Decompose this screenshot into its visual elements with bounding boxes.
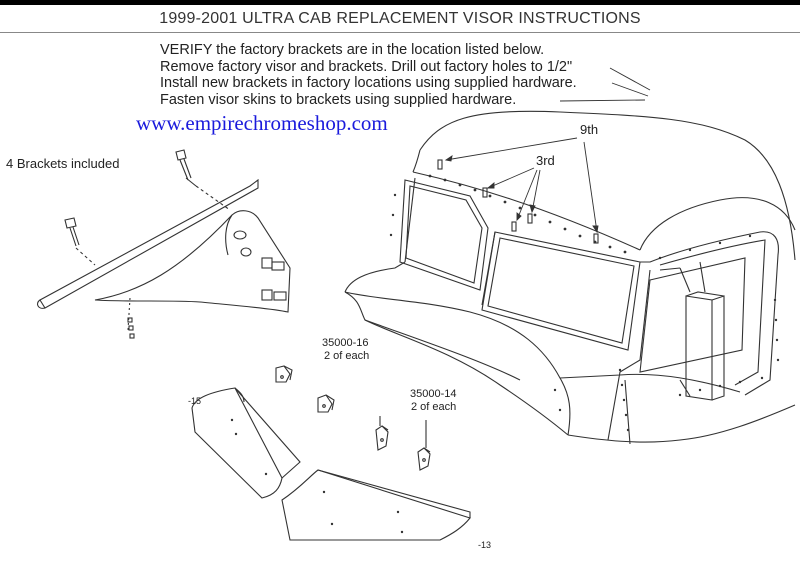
instruction-line: Install new brackets in factory location… xyxy=(160,75,577,91)
brackets-included-label: 4 Brackets included xyxy=(6,156,120,171)
position-9th-label: 9th xyxy=(580,122,599,137)
brackets-35000-14 xyxy=(375,416,431,471)
bracket-assembly xyxy=(36,149,291,339)
instruction-line: Remove factory visor and brackets. Drill… xyxy=(160,58,573,75)
brackets-35000-16 xyxy=(275,365,335,413)
visor-skin-13 xyxy=(281,469,471,541)
part-qty-35000-16: 2 of each xyxy=(324,350,370,362)
part-number-35000-16: 35000-16 xyxy=(322,337,369,349)
instruction-line: Fasten visor skins to brackets using sup… xyxy=(160,91,517,108)
instruction-line: VERIFY the factory brackets are in the l… xyxy=(160,42,545,58)
position-leaders xyxy=(444,137,599,234)
top-border xyxy=(0,0,800,5)
skin-15-label: -15 xyxy=(188,396,202,406)
title-divider xyxy=(0,32,800,33)
instruction-list: VERIFY the factory brackets are in the l… xyxy=(160,42,577,108)
truck-cab xyxy=(344,110,796,445)
position-3rd-label: 3rd xyxy=(536,153,555,168)
side-mirror xyxy=(659,261,725,401)
page-title: 1999-2001 ULTRA CAB REPLACEMENT VISOR IN… xyxy=(159,10,641,27)
part-qty-35000-14: 2 of each xyxy=(411,401,457,413)
bracket-markers xyxy=(437,159,599,244)
skin-13-label: -13 xyxy=(478,540,492,550)
instruction-leaders xyxy=(559,67,651,102)
visor-skin-15 xyxy=(191,387,301,499)
part-number-35000-14: 35000-14 xyxy=(410,388,457,400)
rivet-rows xyxy=(389,174,780,432)
website-link[interactable]: www.empirechromeshop.com xyxy=(136,111,388,135)
